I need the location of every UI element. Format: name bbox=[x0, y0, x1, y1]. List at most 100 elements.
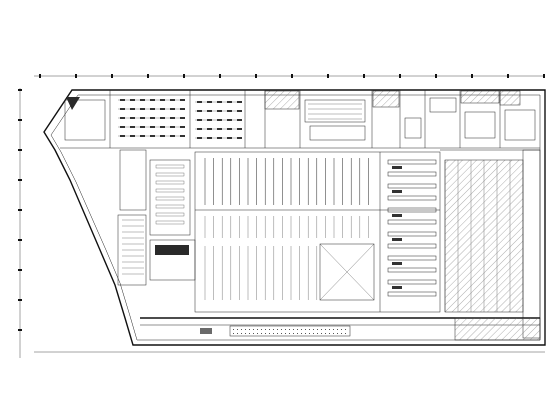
light-fixture bbox=[217, 119, 222, 121]
top-rooms-band bbox=[60, 90, 540, 149]
dimension-tick bbox=[18, 239, 22, 241]
hatched-room bbox=[460, 90, 500, 104]
light-fixture bbox=[217, 101, 222, 103]
dimension-tick bbox=[18, 269, 22, 271]
light-fixture bbox=[140, 108, 145, 110]
top-dimension-ticks bbox=[39, 74, 545, 78]
light-fixture bbox=[150, 99, 155, 101]
light-fixture bbox=[140, 99, 145, 101]
light-fixture bbox=[217, 137, 222, 139]
light-fixture bbox=[120, 126, 125, 128]
dimension-tick bbox=[18, 329, 22, 331]
light-fixture bbox=[237, 110, 242, 112]
right-hall bbox=[440, 149, 541, 339]
light-fixture bbox=[130, 117, 135, 119]
light-fixture bbox=[392, 262, 402, 265]
light-fixture bbox=[180, 99, 185, 101]
light-fixture bbox=[207, 110, 212, 112]
light-fixture bbox=[180, 117, 185, 119]
dimension-tick bbox=[327, 74, 329, 78]
dimension-tick bbox=[18, 209, 22, 211]
shelf-block bbox=[387, 267, 437, 273]
fixture-row bbox=[155, 180, 185, 185]
fixture-row bbox=[155, 220, 185, 225]
hatched-hall bbox=[444, 159, 524, 313]
light-fixture bbox=[160, 99, 165, 101]
light-fixture bbox=[120, 108, 125, 110]
light-fixture bbox=[120, 135, 125, 137]
dimension-tick bbox=[18, 299, 22, 301]
shelf-block bbox=[387, 231, 437, 237]
light-fixture bbox=[197, 128, 202, 130]
dimension-tick bbox=[291, 74, 293, 78]
dimension-tick bbox=[363, 74, 365, 78]
light-fixture bbox=[207, 128, 212, 130]
escalator-strip bbox=[232, 327, 348, 335]
light-fixture bbox=[160, 135, 165, 137]
light-fixture bbox=[217, 128, 222, 130]
light-fixture bbox=[197, 119, 202, 121]
light-fixture bbox=[197, 101, 202, 103]
left-service-rooms bbox=[64, 97, 196, 286]
building-outline bbox=[43, 89, 546, 346]
light-fixture bbox=[237, 137, 242, 139]
dimension-tick bbox=[75, 74, 77, 78]
light-fixture bbox=[140, 117, 145, 119]
light-fixture bbox=[170, 99, 175, 101]
dimension-tick bbox=[18, 149, 22, 151]
light-fixture bbox=[170, 135, 175, 137]
light-fixture bbox=[120, 99, 125, 101]
light-fixture bbox=[392, 286, 402, 289]
light-fixture bbox=[227, 137, 232, 139]
light-fixture bbox=[207, 137, 212, 139]
dimension-tick bbox=[183, 74, 185, 78]
hatched-room bbox=[499, 90, 521, 106]
shelf-block bbox=[387, 171, 437, 177]
shelf-block bbox=[387, 255, 437, 261]
hatched-room bbox=[264, 90, 300, 110]
fixture-row bbox=[155, 196, 185, 201]
light-fixture bbox=[130, 126, 135, 128]
light-fixture bbox=[170, 126, 175, 128]
light-fixture bbox=[392, 214, 402, 217]
dimension-tick bbox=[39, 74, 41, 78]
light-fixture bbox=[207, 101, 212, 103]
shelf-block bbox=[387, 243, 437, 249]
light-fixture bbox=[130, 135, 135, 137]
light-fixture bbox=[150, 108, 155, 110]
fixture-row bbox=[155, 212, 185, 217]
light-fixture bbox=[227, 128, 232, 130]
fixture-row bbox=[155, 172, 185, 177]
dimension-tick bbox=[399, 74, 401, 78]
light-fixture bbox=[150, 117, 155, 119]
dimension-tick bbox=[18, 89, 22, 91]
light-fixture bbox=[217, 110, 222, 112]
left-dimension-ticks bbox=[18, 89, 22, 331]
dimension-tick bbox=[18, 119, 22, 121]
light-fixture bbox=[392, 238, 402, 241]
light-fixture bbox=[237, 119, 242, 121]
fixture-row bbox=[155, 188, 185, 193]
dimension-tick bbox=[111, 74, 113, 78]
light-fixture bbox=[130, 99, 135, 101]
sales-floor-area bbox=[194, 151, 441, 313]
dimension-lines bbox=[18, 74, 545, 358]
light-fixture bbox=[160, 117, 165, 119]
light-fixture bbox=[197, 137, 202, 139]
light-fixture bbox=[180, 126, 185, 128]
light-fixture bbox=[237, 128, 242, 130]
light-fixture bbox=[180, 135, 185, 137]
light-fixture bbox=[180, 108, 185, 110]
dimension-tick bbox=[18, 179, 22, 181]
equipment-block bbox=[155, 245, 189, 255]
shelf-block bbox=[387, 159, 437, 165]
light-fixture bbox=[170, 117, 175, 119]
light-fixture bbox=[227, 110, 232, 112]
light-fixture bbox=[227, 101, 232, 103]
light-fixture bbox=[140, 126, 145, 128]
shelf-block bbox=[387, 291, 437, 297]
fixture-row bbox=[155, 204, 185, 209]
light-fixture bbox=[140, 135, 145, 137]
shelf-block bbox=[387, 183, 437, 189]
